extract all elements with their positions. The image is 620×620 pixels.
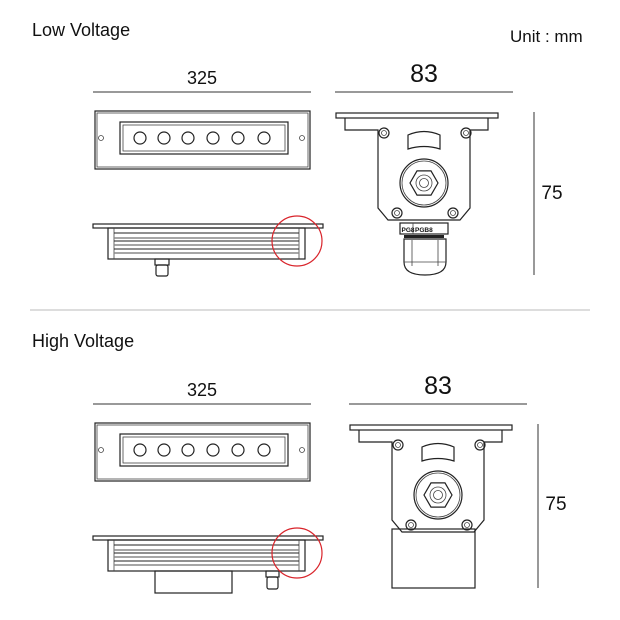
screw-icon (461, 519, 473, 531)
led-lens (231, 131, 245, 145)
screw-icon (392, 439, 404, 451)
led-lens (206, 131, 220, 145)
slot (421, 442, 455, 462)
screw-icon (98, 135, 104, 141)
side-view (92, 527, 324, 594)
screw-icon (299, 447, 305, 453)
height-dimension: 75 (541, 183, 562, 204)
led-lens (206, 443, 220, 457)
cable-gland (266, 576, 279, 590)
side-view (92, 215, 324, 277)
driver-box (391, 528, 476, 589)
screw-icon (447, 207, 459, 219)
detail-highlight-circle (271, 527, 323, 579)
led-lens (231, 443, 245, 457)
section-title: High Voltage (32, 331, 134, 351)
driver-box (154, 570, 233, 594)
screw-icon (405, 519, 417, 531)
screw-icon (474, 439, 486, 451)
screw-icon (98, 447, 104, 453)
led-lens (157, 443, 171, 457)
led-lens (181, 131, 195, 145)
end-view: PG8 PGB8 (335, 112, 499, 276)
length-dimension: 325 (187, 68, 217, 88)
length-dimension: 325 (187, 380, 217, 400)
led-lens (257, 443, 271, 457)
width-dimension: 83 (410, 60, 438, 88)
led-lens (257, 131, 271, 145)
gland-label: PGB8 (415, 227, 433, 234)
screw-icon (378, 127, 390, 139)
led-lens (157, 131, 171, 145)
section-high-voltage: High Voltage 325 83 75 (32, 331, 567, 594)
gland-label: PG8 (402, 227, 415, 234)
slot (407, 130, 441, 150)
led-lens (133, 443, 147, 457)
screw-icon (299, 135, 305, 141)
height-dimension: 75 (545, 494, 566, 515)
hex-nut-icon (423, 482, 453, 508)
unit-label: Unit : mm (510, 27, 583, 46)
gland-label-box (399, 222, 449, 235)
screw-icon (460, 127, 472, 139)
front-view (94, 110, 311, 170)
width-dimension: 83 (424, 372, 452, 400)
hex-nut-icon (409, 170, 439, 196)
cable-gland (403, 238, 447, 276)
detail-highlight-circle (271, 215, 323, 267)
screw-icon (391, 207, 403, 219)
led-lens (133, 131, 147, 145)
led-lens (181, 443, 195, 457)
front-view (94, 422, 311, 482)
end-view (349, 424, 513, 589)
cable-gland (155, 264, 169, 277)
section-low-voltage: Low Voltage 325 83 PG8 PGB8 75 (32, 20, 563, 277)
section-title: Low Voltage (32, 20, 130, 40)
